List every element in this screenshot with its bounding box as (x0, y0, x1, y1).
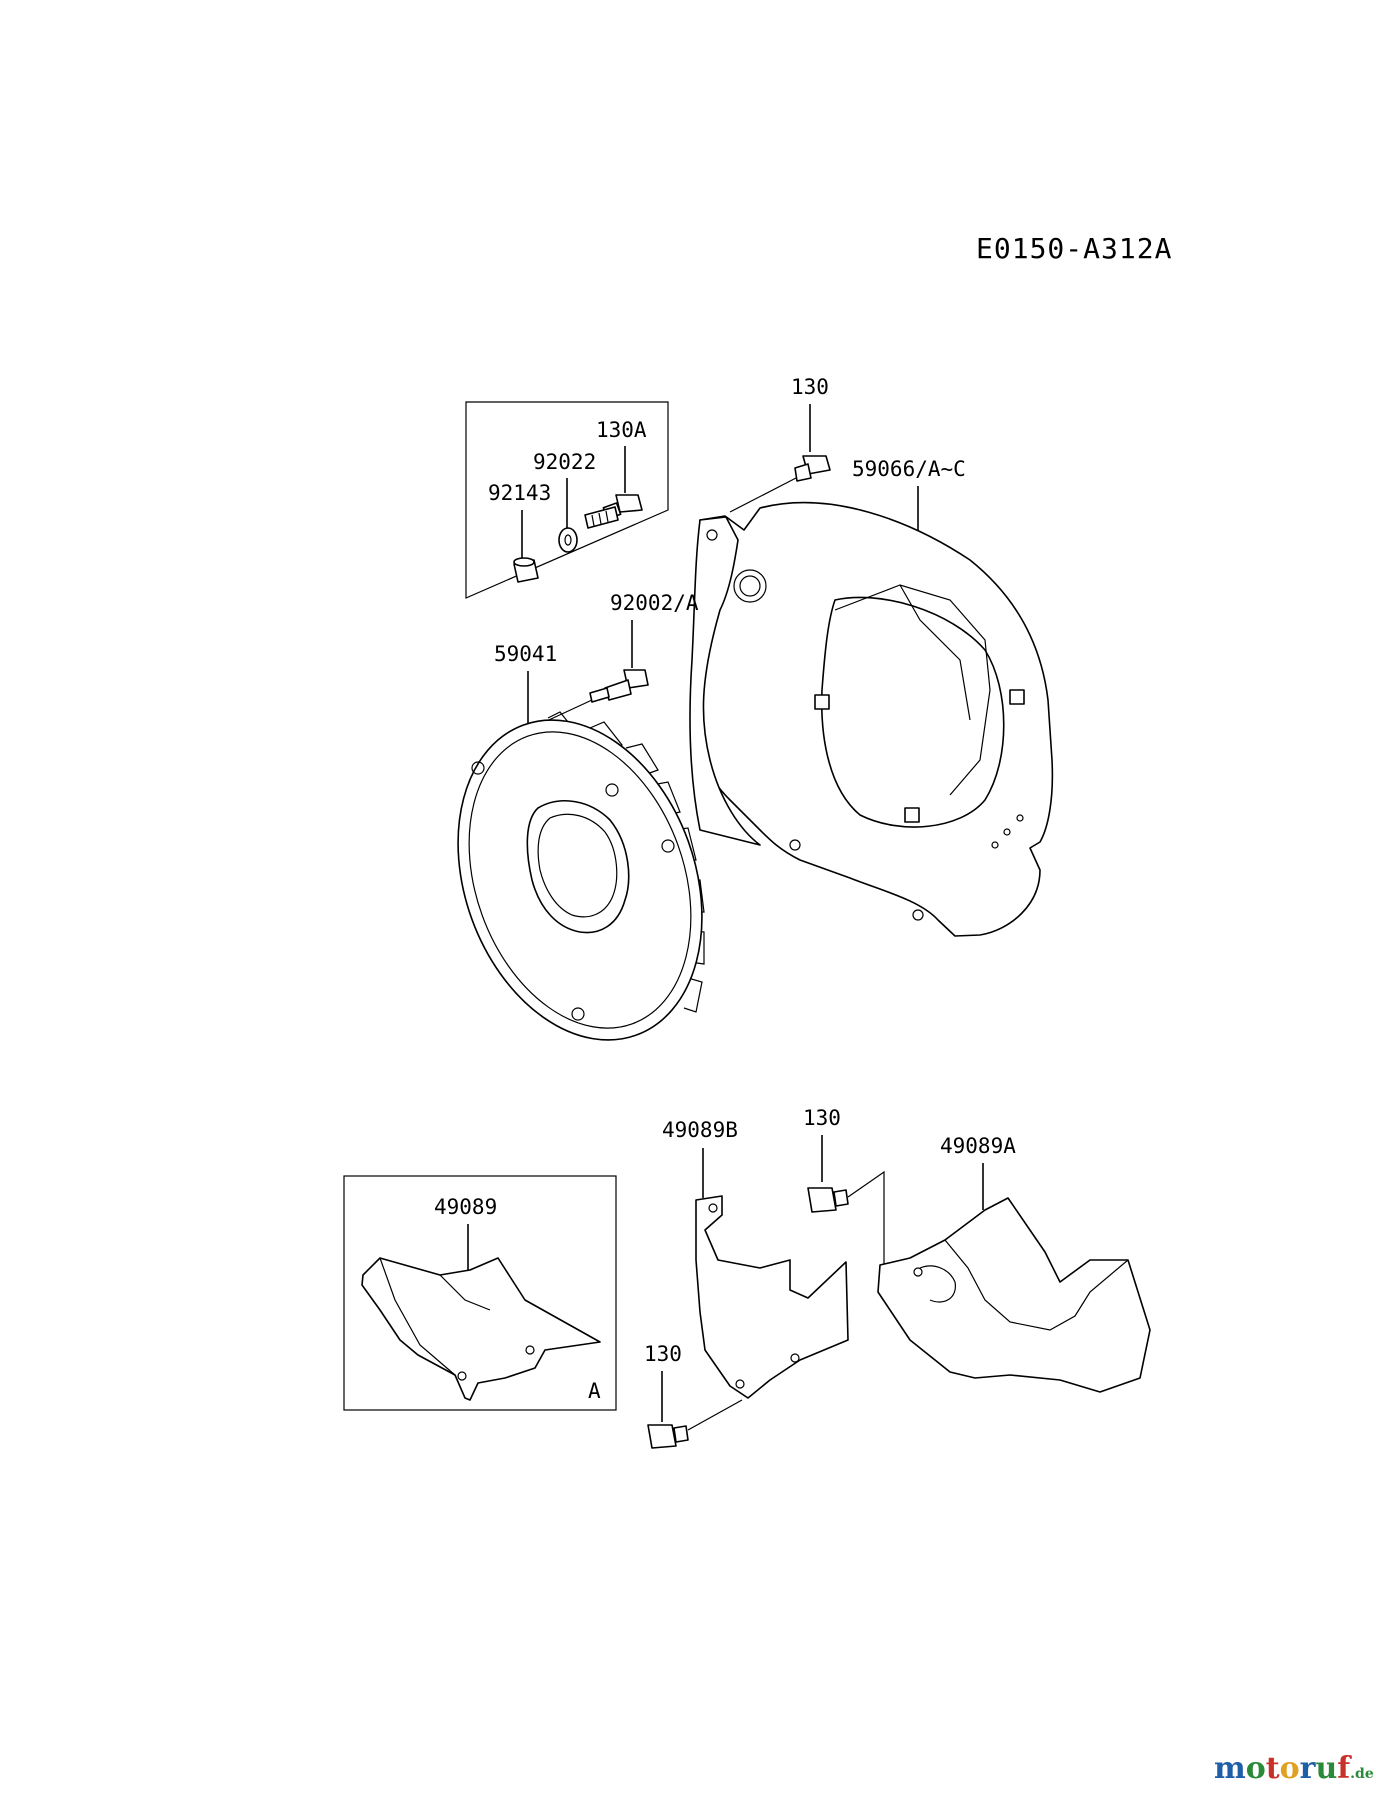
watermark-logo: motoruf.de (1214, 1751, 1374, 1786)
bolt-130-top-group: 130 (729, 375, 831, 513)
label-49089: 49089 (434, 1195, 497, 1219)
bolt-92002-icon (589, 669, 649, 703)
label-59041: 59041 (494, 642, 557, 666)
cover-49089a: 49089A (877, 1134, 1151, 1393)
bolt-130-mid-icon (807, 1187, 849, 1213)
bolt-130a-icon (584, 494, 643, 529)
washer-92022-group: 92022 (533, 450, 596, 553)
watermark-suffix: .de (1350, 1766, 1374, 1782)
bolt-92002-group: 92002/A (537, 591, 699, 726)
bolt-130-bottom-icon (647, 1424, 689, 1449)
washer-92022-icon (558, 527, 578, 553)
svg-text:motoruf.de: motoruf.de (1214, 1751, 1374, 1786)
bolt-130-top-icon (794, 455, 831, 482)
plate-49089: 49089 (361, 1195, 601, 1401)
watermark-text: motoruf (1214, 1751, 1352, 1786)
fan-59041: 59041 (457, 642, 705, 1041)
label-130-bottom: 130 (644, 1342, 682, 1366)
label-inset-a: A (588, 1379, 601, 1403)
label-130-top: 130 (791, 375, 829, 399)
fastener-inset-box (465, 401, 669, 599)
diagram-code: E0150-A312A (976, 232, 1172, 265)
shroud-housing-59066: 59066/A~C (689, 457, 1054, 937)
label-49089a: 49089A (940, 1134, 1016, 1158)
label-92022: 92022 (533, 450, 596, 474)
label-130-mid: 130 (803, 1106, 841, 1130)
label-130a: 130A (596, 418, 647, 442)
bolt-130a-group: 130A (584, 418, 647, 529)
label-92143: 92143 (488, 481, 551, 505)
collar-92143-icon (513, 557, 539, 583)
bracket-49089b: 49089B (662, 1118, 849, 1399)
plate-inset-box: A (343, 1175, 617, 1411)
bolt-130-mid-group: 130 (803, 1106, 885, 1298)
label-49089b: 49089B (662, 1118, 738, 1142)
bolt-130-bottom-group: 130 (644, 1342, 743, 1449)
collar-92143-group: 92143 (488, 481, 551, 583)
label-92002: 92002/A (610, 591, 699, 615)
label-59066: 59066/A~C (852, 457, 966, 481)
